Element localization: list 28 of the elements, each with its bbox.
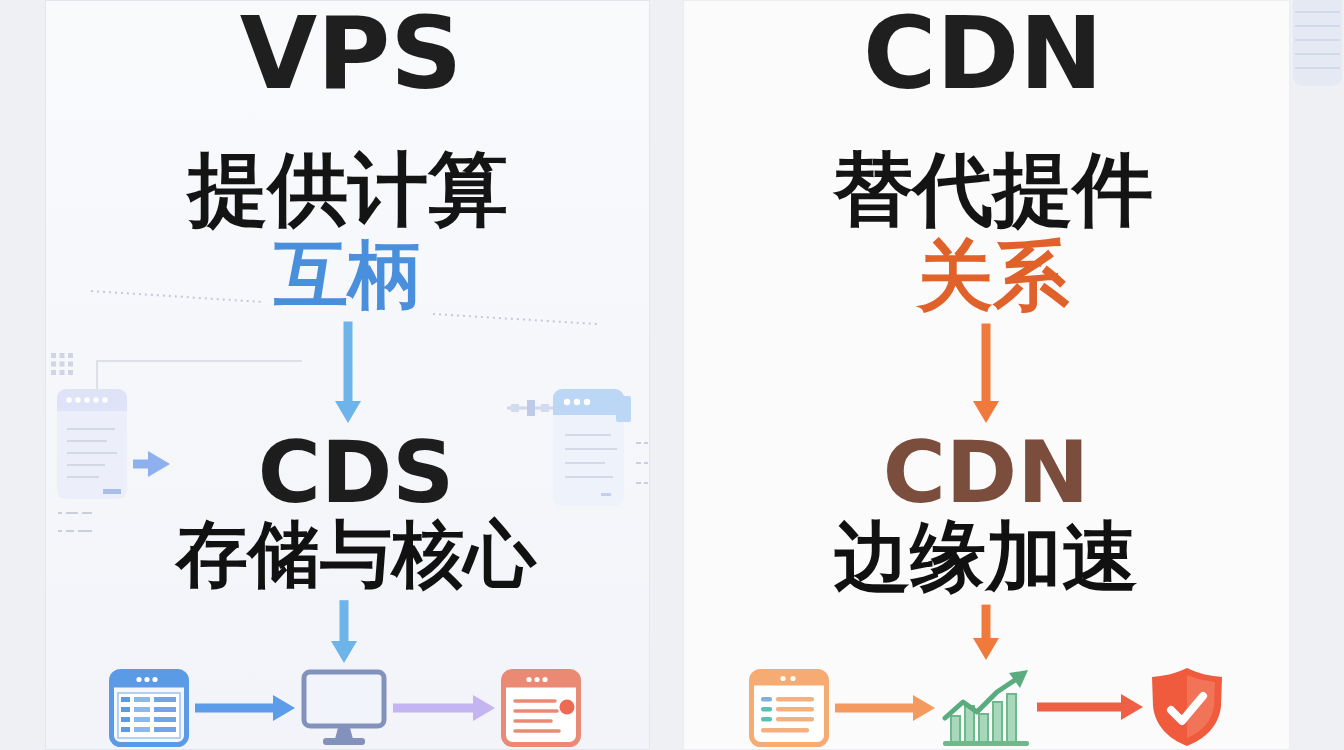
panel-card [45, 0, 650, 750]
arrow [331, 600, 357, 663]
keyword-text: 关系 [917, 234, 1069, 318]
browser-window-icon [749, 669, 829, 747]
subtitle-text: 存储与核心 [176, 515, 536, 595]
arrow [133, 451, 170, 477]
arrow [1037, 694, 1143, 720]
keyword-text: 互柄 [274, 234, 422, 316]
subtitle-text: 提供计算 [188, 146, 508, 234]
document-window-icon [553, 389, 631, 506]
panel-heading: CDN [862, 4, 1104, 104]
arrow [973, 323, 999, 423]
shield-check-icon [1149, 666, 1225, 748]
arrow [973, 604, 999, 660]
acronym-text: CDS [257, 429, 455, 515]
document-window-icon [57, 389, 127, 499]
panel-heading: VPS [239, 4, 463, 104]
subtitle-text: 边缘加速 [834, 515, 1138, 599]
browser-window-icon [501, 669, 581, 747]
acronym-text: CDN [882, 429, 1090, 515]
arrow [835, 695, 935, 721]
monitor-icon [301, 669, 387, 747]
browser-window-icon [109, 669, 189, 747]
arrow [393, 695, 495, 721]
subtitle-text: 替代提件 [833, 146, 1153, 234]
arrow [335, 321, 361, 423]
arrow [195, 695, 295, 721]
panel-card [683, 0, 1290, 750]
